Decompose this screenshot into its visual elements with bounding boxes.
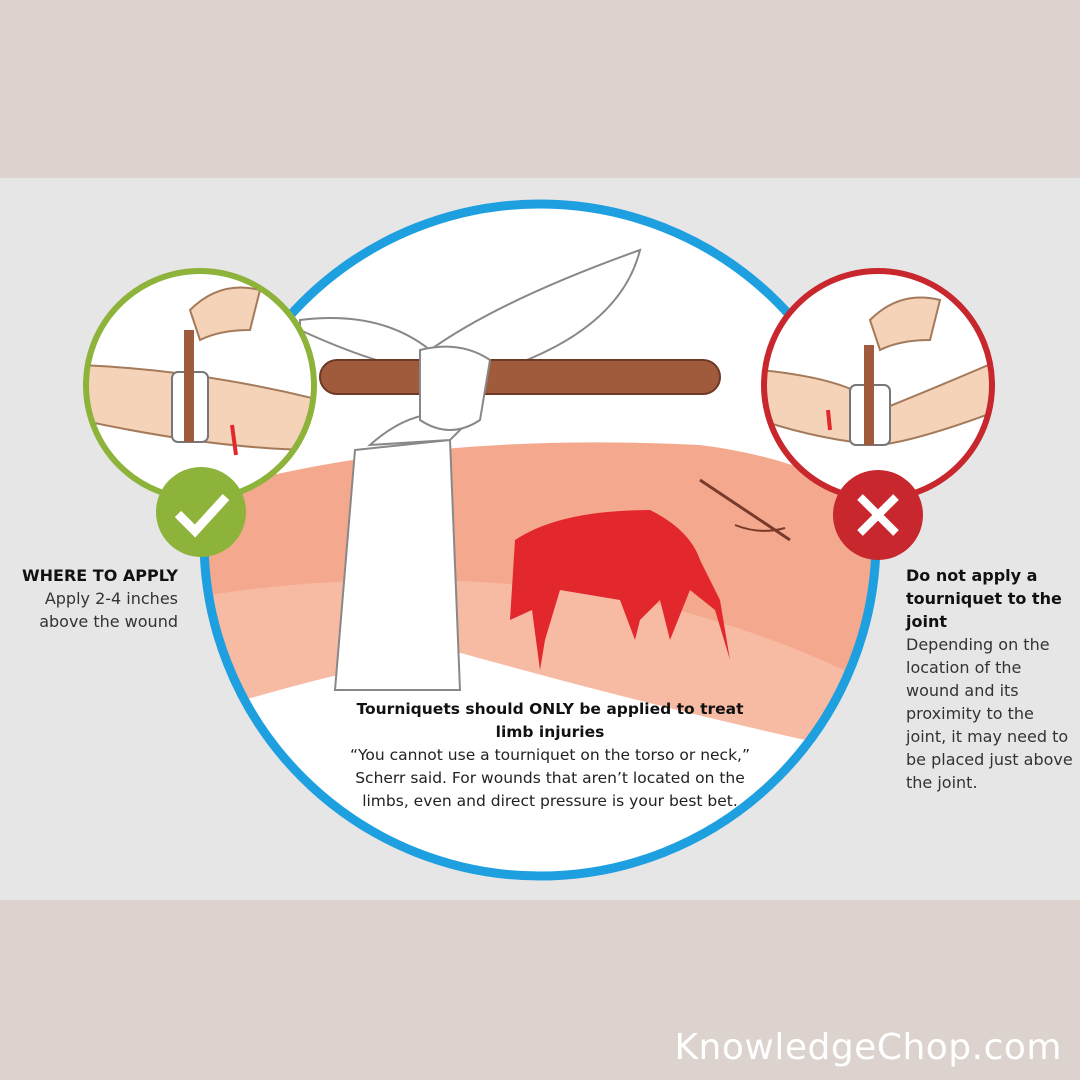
limb-injuries-body: “You cannot use a tourniquet on the tors… (349, 746, 751, 810)
correct-placement-circle (83, 268, 317, 502)
joint-warning-heading: Do not apply a tourniquet to the joint (906, 566, 1062, 631)
incorrect-placement-circle (761, 268, 995, 502)
where-to-apply-heading: WHERE TO APPLY (22, 566, 178, 585)
limb-injuries-text: Tourniquets should ONLY be applied to tr… (340, 698, 760, 813)
watermark: KnowledgeChop.com (674, 1027, 1062, 1068)
wound-blood (510, 510, 730, 670)
x-icon (833, 470, 923, 560)
windlass-stick (319, 359, 721, 395)
bandage (333, 438, 462, 691)
joint-warning-body: Depending on the location of the wound a… (906, 635, 1073, 792)
where-to-apply-text: WHERE TO APPLY Apply 2-4 inches above th… (18, 564, 178, 633)
limb-injuries-heading: Tourniquets should ONLY be applied to tr… (356, 700, 744, 741)
check-icon (156, 467, 246, 557)
joint-warning-text: Do not apply a tourniquet to the joint D… (906, 564, 1076, 794)
where-to-apply-body: Apply 2-4 inches above the wound (39, 589, 178, 631)
